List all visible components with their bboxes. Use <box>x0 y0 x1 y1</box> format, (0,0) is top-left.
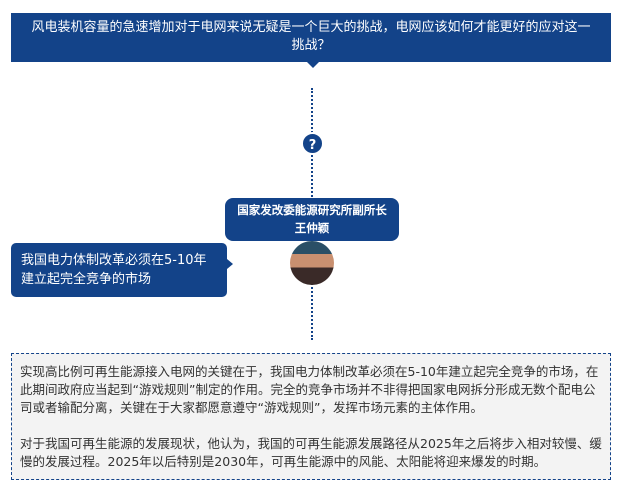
speaker-avatar <box>290 241 334 285</box>
quote-bubble: 我国电力体制改革必须在5-10年建立起完全竞争的市场 <box>11 243 233 297</box>
quote-text: 我国电力体制改革必须在5-10年建立起完全竞争的市场 <box>21 253 207 287</box>
question-marker-icon: ? <box>301 132 324 155</box>
speaker-title: 国家发改委能源研究所副所长 <box>237 203 387 217</box>
question-text: 风电装机容量的急速增加对于电网来说无疑是一个巨大的挑战，电网应该如何才能更好的应… <box>31 20 591 53</box>
speaker-name: 王仲颖 <box>294 221 330 235</box>
info-box: 实现高比例可再生能源接入电网的关键在于，我国电力体制改革必须在5-10年建立起完… <box>11 353 611 480</box>
info-paragraph: 对于我国可再生能源的发展现状，他认为，我国的可再生能源发展路径从2025年之后将… <box>20 436 602 469</box>
info-paragraph: 实现高比例可再生能源接入电网的关键在于，我国电力体制改革必须在5-10年建立起完… <box>20 364 599 415</box>
question-header: 风电装机容量的急速增加对于电网来说无疑是一个巨大的挑战，电网应该如何才能更好的应… <box>11 13 611 68</box>
speaker-label: 国家发改委能源研究所副所长 王仲颖 <box>225 198 399 241</box>
